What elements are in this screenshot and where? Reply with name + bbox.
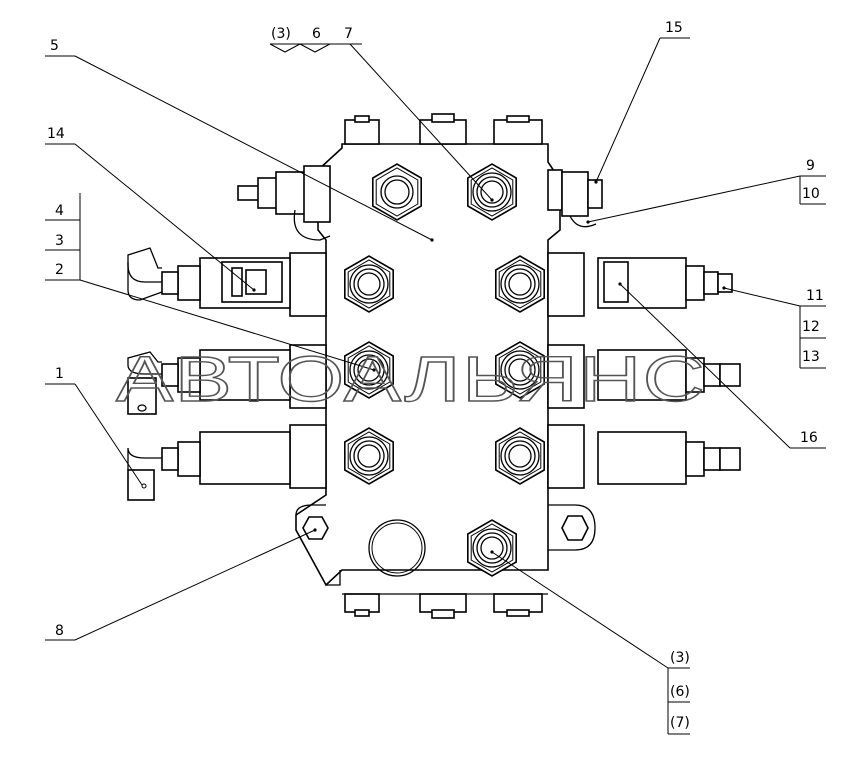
bottom-bolts <box>342 593 548 619</box>
hex-plug <box>371 163 423 221</box>
callout-top-6: 6 <box>312 26 321 42</box>
callout-15: 15 <box>665 20 683 36</box>
callout-bottom-6: (6) <box>670 684 690 700</box>
callout-12: 12 <box>802 319 820 335</box>
callout-14: 14 <box>47 126 65 142</box>
bottom-plug <box>368 519 426 577</box>
callout-top-7: 7 <box>344 26 353 42</box>
callout-11: 11 <box>806 288 824 304</box>
callout-2: 2 <box>55 262 64 278</box>
callout-9: 9 <box>806 158 815 174</box>
relief-valve <box>237 165 331 241</box>
hex-port-fitting <box>343 255 395 313</box>
callout-8: 8 <box>55 623 64 639</box>
callout-3: 3 <box>55 233 64 249</box>
callout-10: 10 <box>802 186 820 202</box>
hex-port-fitting <box>466 519 518 577</box>
hex-port-fitting <box>466 163 518 221</box>
hex-port-fitting <box>494 255 546 313</box>
check-valve <box>547 169 603 228</box>
hex-port-fitting <box>343 341 395 399</box>
callout-bottom-3: (3) <box>670 650 690 666</box>
callout-4: 4 <box>55 203 64 219</box>
right-spool-caps <box>597 257 741 485</box>
callout-13: 13 <box>802 349 820 365</box>
watermark: АВТОАЛЬЯНС <box>116 343 706 415</box>
left-elbow-fittings <box>127 247 283 501</box>
callout-bottom-7: (7) <box>670 715 690 731</box>
leader-lines <box>45 37 826 735</box>
top-bolts <box>344 113 543 145</box>
left-spool-caps <box>161 257 291 485</box>
callout-16: 16 <box>800 430 818 446</box>
callout-top-3: (3) <box>271 26 291 42</box>
port-fittings <box>343 163 546 577</box>
hex-port-fitting <box>343 427 395 485</box>
callout-labels: 5 (3) 6 7 14 4 3 2 1 8 15 9 10 11 12 13 … <box>47 20 824 731</box>
callout-1: 1 <box>55 366 64 382</box>
hex-port-fitting <box>494 341 546 399</box>
callout-5: 5 <box>50 38 59 54</box>
hex-port-fitting <box>494 427 546 485</box>
ear-nuts <box>302 515 589 541</box>
